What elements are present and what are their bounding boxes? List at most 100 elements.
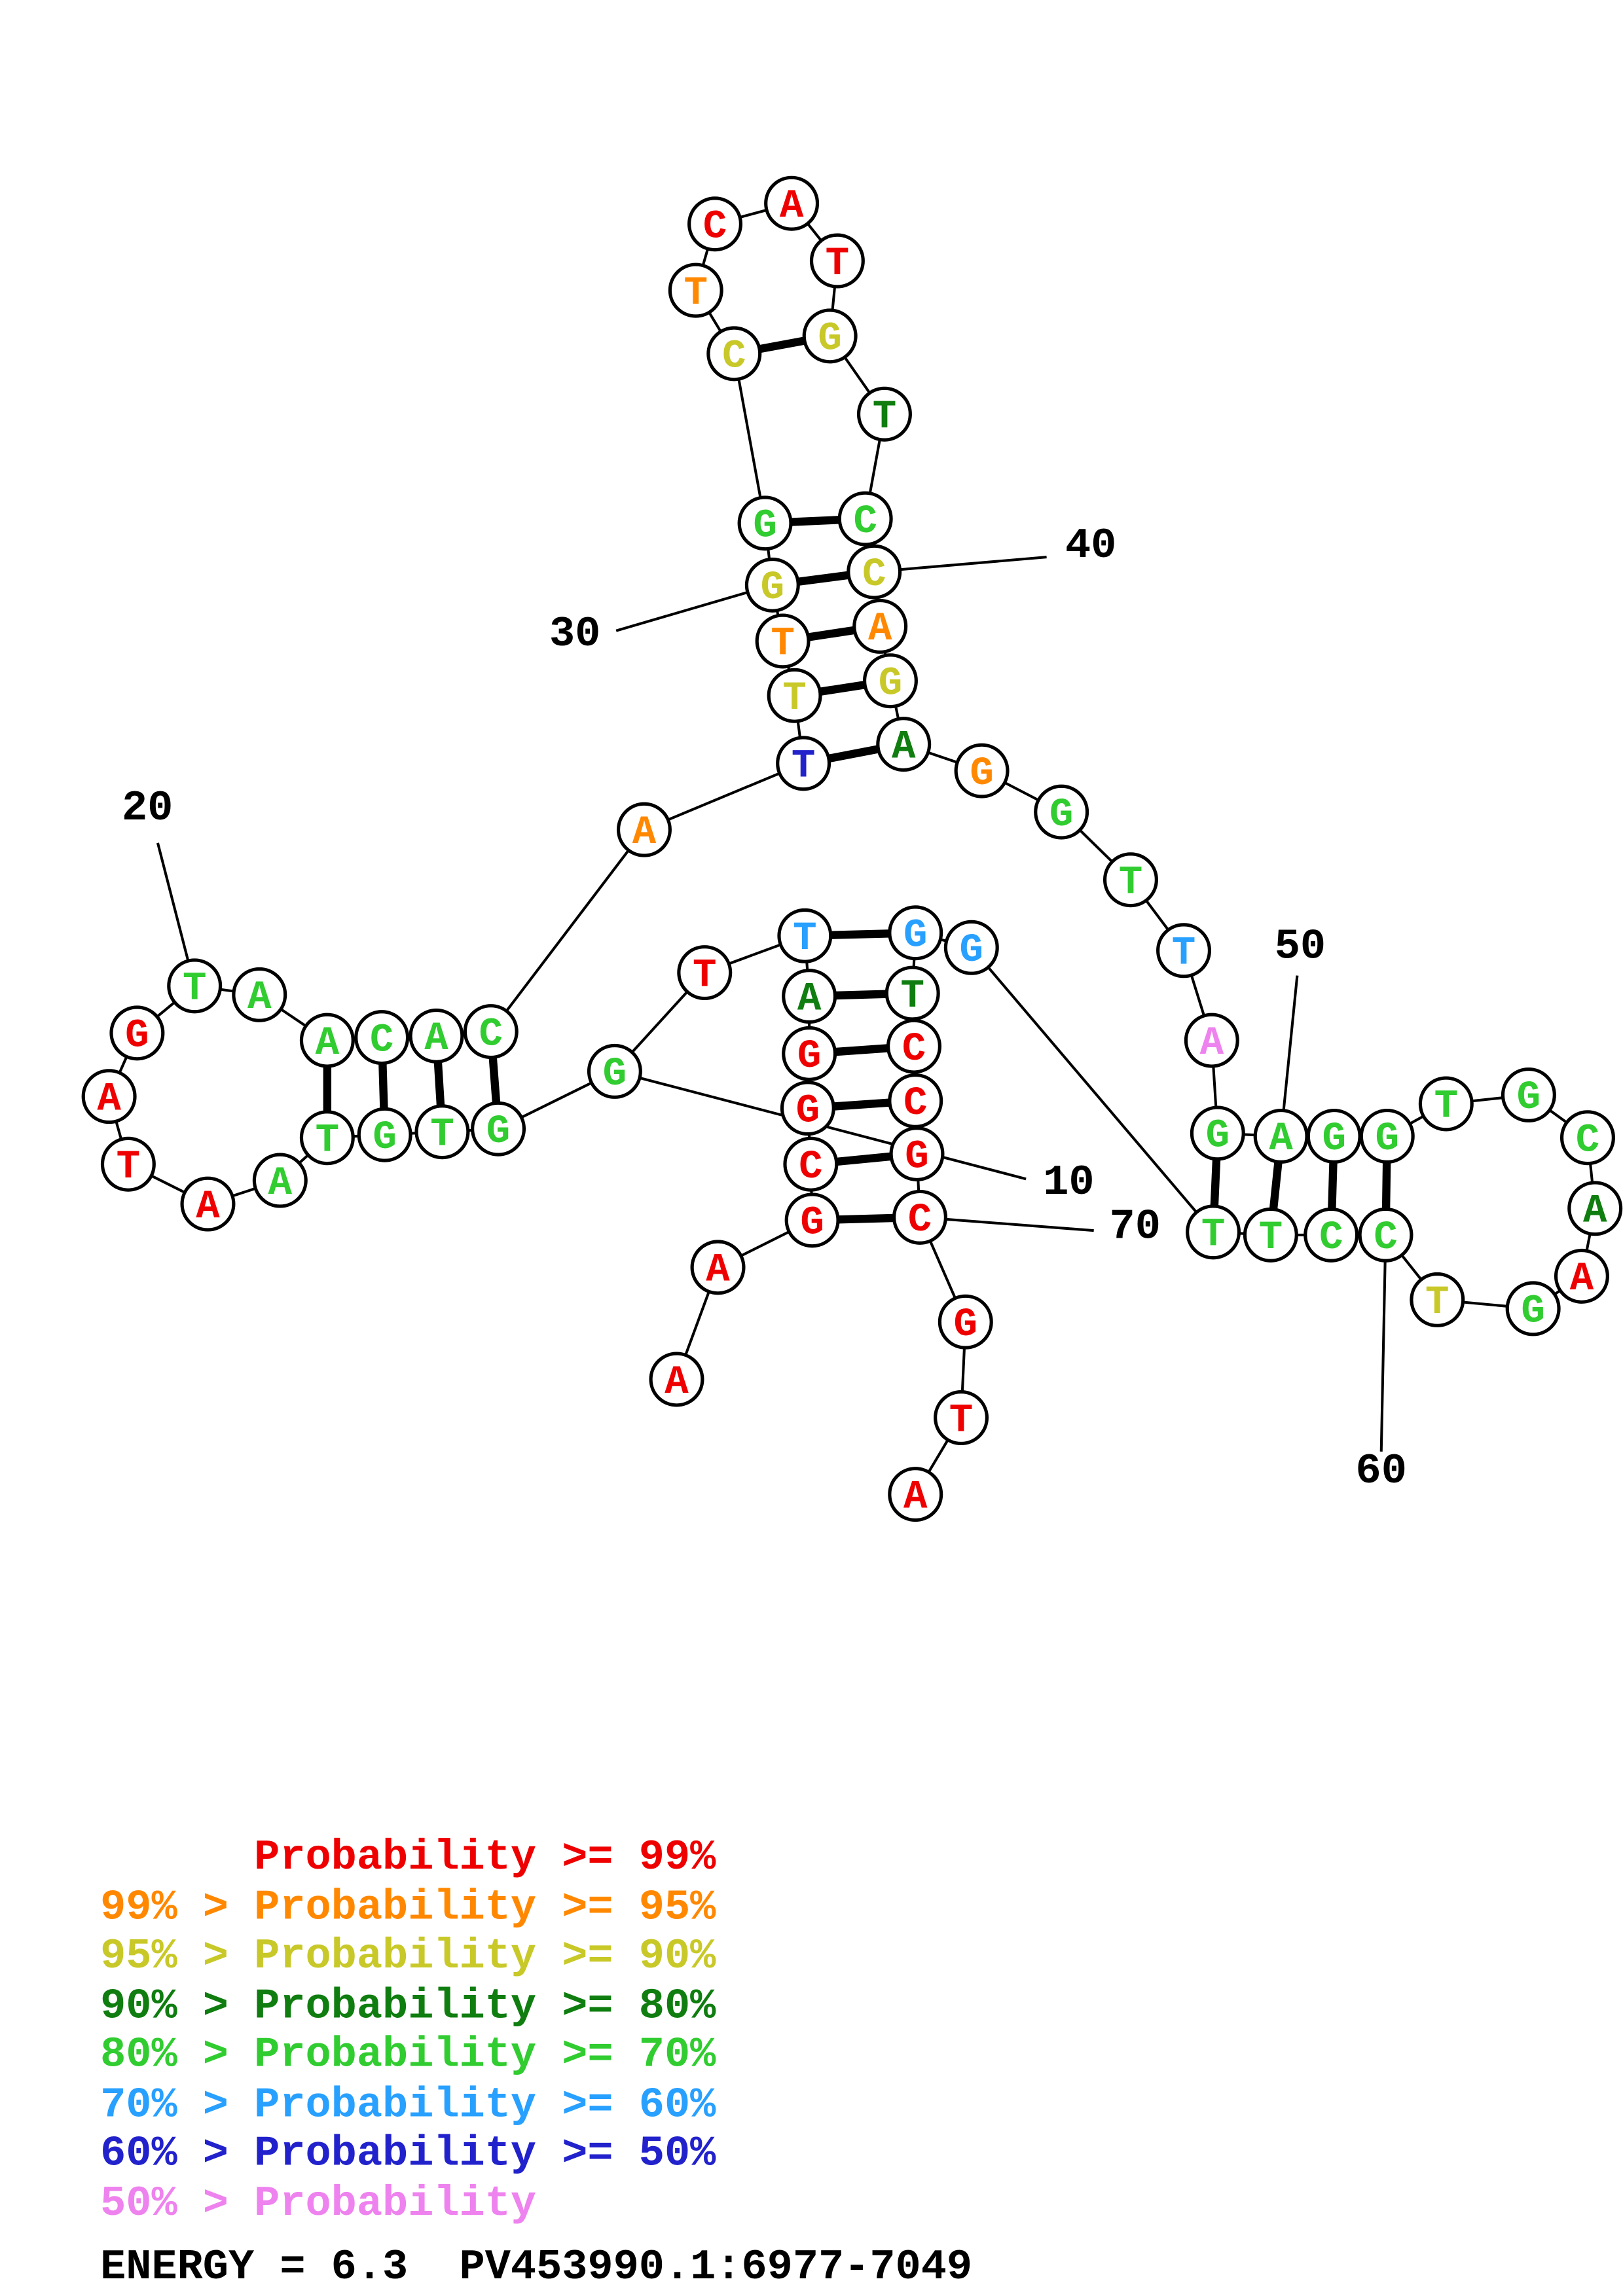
legend-line-2: 99% > Probability >= 95% bbox=[100, 1884, 716, 1932]
energy-annotation: ENERGY = 6.3 PV453990.1:6977-7049 bbox=[100, 2243, 972, 2291]
nucleotide-72-T: T bbox=[934, 1390, 989, 1446]
nucleotide-circle bbox=[938, 1294, 993, 1350]
nucleotide-circle bbox=[1103, 852, 1158, 908]
nucleotide-letter: T bbox=[900, 974, 924, 1019]
nucleotide-letter: T bbox=[782, 676, 806, 721]
nucleotide-27-T: T bbox=[776, 736, 831, 791]
nucleotide-circle bbox=[1418, 1076, 1474, 1132]
nucleotide-32-C: C bbox=[706, 326, 762, 382]
nucleotide-circle bbox=[1304, 1207, 1359, 1263]
nucleotide-letter: A bbox=[316, 1021, 340, 1066]
nucleotide-33-T: T bbox=[668, 262, 723, 318]
nucleotide-letter: A bbox=[196, 1185, 220, 1230]
nucleotide-circle bbox=[167, 958, 223, 1014]
nucleotide-circle bbox=[409, 1008, 464, 1064]
nucleotide-letter: T bbox=[430, 1112, 454, 1157]
nucleotide-15-A: A bbox=[252, 1153, 308, 1208]
nucleotide-41-A: A bbox=[852, 598, 908, 654]
nucleotide-circle bbox=[862, 653, 918, 709]
nucleotide-2-A: A bbox=[690, 1240, 746, 1295]
nucleotide-circle bbox=[1501, 1067, 1556, 1122]
legend-line-4: 90% > Probability >= 80% bbox=[100, 1982, 716, 2030]
nucleotide-67-C: C bbox=[886, 1018, 941, 1074]
nucleotide-letter: A bbox=[780, 184, 804, 229]
nucleotide-circle bbox=[852, 598, 908, 654]
nucleotide-letter: T bbox=[949, 1398, 973, 1443]
nucleotide-circle bbox=[876, 717, 932, 772]
nucleotide-letter: G bbox=[970, 751, 993, 797]
nucleotide-circle bbox=[1184, 1013, 1239, 1068]
nucleotide-20-T: T bbox=[167, 958, 223, 1014]
backbone-lines bbox=[107, 202, 1597, 1496]
nucleotide-circle bbox=[856, 386, 912, 442]
nucleotide-letter: A bbox=[706, 1248, 730, 1293]
nucleotide-circle bbox=[1243, 1207, 1298, 1263]
nucleotide-circle bbox=[299, 1110, 355, 1166]
legend-line-3: 95% > Probability >= 90% bbox=[100, 1932, 716, 1981]
nucleotide-50-A: A bbox=[1253, 1108, 1309, 1164]
nucleotide-30-G: G bbox=[744, 557, 800, 613]
nucleotide-45-G: G bbox=[1034, 784, 1089, 840]
nucleotide-7-A: A bbox=[782, 969, 837, 1024]
nucleotide-47-T: T bbox=[1156, 923, 1212, 978]
nucleotide-circle bbox=[81, 1069, 137, 1124]
nucleotide-circle bbox=[1567, 1181, 1623, 1236]
nucleotide-21-A: A bbox=[232, 967, 287, 1022]
legend-line-1: Probability >= 99% bbox=[100, 1833, 716, 1882]
nucleotide-circle bbox=[934, 1390, 989, 1446]
nucleotide-circle bbox=[1410, 1272, 1465, 1327]
nucleotide-31-G: G bbox=[737, 495, 793, 551]
nucleotide-circle bbox=[777, 908, 833, 963]
nucleotide-letter: G bbox=[905, 1134, 928, 1179]
nucleotide-9-T: T bbox=[677, 945, 733, 1001]
nucleotide-letter: G bbox=[960, 928, 983, 973]
nucleotide-35-A: A bbox=[764, 175, 820, 231]
nucleotide-circle bbox=[109, 1005, 165, 1061]
nucleotide-circle bbox=[471, 1101, 526, 1157]
nucleotide-1-A: A bbox=[649, 1352, 704, 1407]
position-label-10: 10 bbox=[1043, 1158, 1094, 1207]
nucleotide-letter: G bbox=[1322, 1117, 1345, 1162]
nucleotide-circle bbox=[847, 544, 902, 600]
nucleotide-letter: C bbox=[1576, 1119, 1599, 1164]
nucleotide-18-A: A bbox=[81, 1069, 137, 1124]
nucleotide-circle bbox=[737, 495, 793, 551]
nucleotide-8-T: T bbox=[777, 908, 833, 963]
nucleotide-circle bbox=[690, 1240, 746, 1295]
probability-legend: Probability >= 99% 99% > Probability >= … bbox=[100, 1833, 716, 2228]
legend-line-6: 70% > Probability >= 60% bbox=[100, 2081, 716, 2129]
backbone-segment bbox=[490, 829, 646, 1033]
nucleotide-letter: T bbox=[183, 967, 206, 1012]
nucleotide-letter: A bbox=[665, 1360, 689, 1405]
nucleotide-circle bbox=[252, 1153, 308, 1208]
nucleotide-letter: G bbox=[800, 1201, 824, 1246]
nucleotide-letter: C bbox=[799, 1145, 822, 1190]
nucleotide-letter: G bbox=[796, 1088, 820, 1134]
nucleotide-52-G: G bbox=[1359, 1108, 1415, 1164]
nucleotide-circle bbox=[1190, 1105, 1245, 1161]
nucleotide-letter: G bbox=[797, 1034, 821, 1079]
nucleotide-letter: G bbox=[753, 504, 776, 549]
nucleotide-circle bbox=[889, 1126, 945, 1181]
nucleotide-60-C: C bbox=[1358, 1207, 1413, 1263]
nucleotide-43-A: A bbox=[876, 717, 932, 772]
nucleotide-circle bbox=[892, 1189, 947, 1245]
legend-line-5: 80% > Probability >= 70% bbox=[100, 2031, 716, 2079]
nucleotide-37-G: G bbox=[802, 308, 858, 364]
nucleotide-letter: C bbox=[703, 205, 727, 250]
backbone-segment bbox=[970, 946, 1214, 1233]
nucleotide-54-G: G bbox=[1501, 1067, 1556, 1122]
nucleotide-letter: G bbox=[903, 914, 927, 959]
nucleotide-letter: G bbox=[1049, 793, 1073, 838]
nucleotide-letter: T bbox=[873, 395, 896, 440]
nucleotide-circle bbox=[954, 743, 1010, 798]
nucleotide-circle bbox=[809, 233, 865, 289]
nucleotide-letter: T bbox=[693, 953, 716, 998]
nucleotide-letter: C bbox=[370, 1018, 393, 1063]
nucleotide-letter: G bbox=[1206, 1114, 1230, 1159]
nucleotide-circle bbox=[1559, 1110, 1615, 1166]
nucleotide-39-C: C bbox=[837, 491, 893, 547]
